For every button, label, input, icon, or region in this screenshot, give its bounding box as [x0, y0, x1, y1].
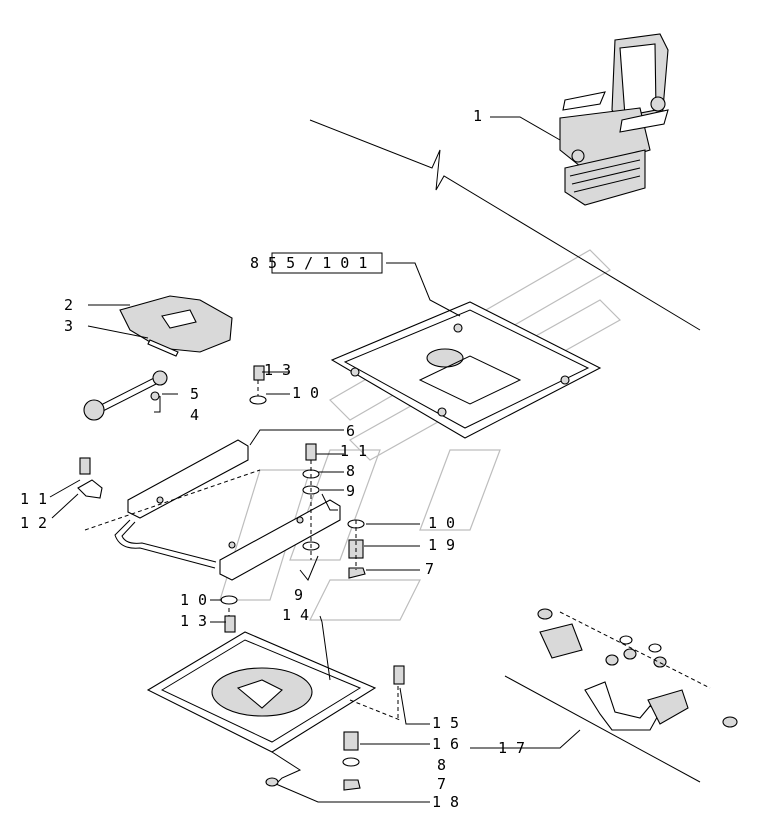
seat-assembly-icon [559, 33, 669, 206]
callout-19: 1 9 [428, 536, 455, 554]
seat-mounting-plate-icon [330, 301, 602, 439]
handle-icon [83, 370, 168, 421]
callout-9a: 9 [346, 482, 355, 500]
callout-8b: 8 [437, 756, 446, 774]
break-line [309, 119, 701, 331]
callout-12: 1 2 [20, 514, 47, 532]
callout-10b: 1 0 [428, 514, 455, 532]
nut-icon [343, 567, 366, 791]
seat-belt-icon [504, 608, 738, 783]
pin-icon [147, 339, 179, 357]
callout-18: 1 8 [432, 793, 459, 811]
callout-7b: 7 [437, 775, 446, 793]
callout-2: 2 [64, 296, 73, 314]
callout-3: 3 [64, 317, 73, 335]
callout-5: 5 [190, 385, 199, 403]
callout-16: 1 6 [432, 735, 459, 753]
seat-cushion-icon [119, 295, 233, 353]
callout-9b: 9 [294, 586, 303, 604]
callout-11a: 1 1 [340, 442, 367, 460]
assembly-lines [84, 380, 401, 721]
callout-11b: 1 1 [20, 490, 47, 508]
callout-15: 1 5 [432, 714, 459, 732]
swivel-base-icon [146, 631, 377, 787]
callout-labels: 1 8 5 5 / 1 0 1 2 3 4 5 6 7 7 8 8 9 9 1 … [20, 107, 525, 811]
bolt-icon [79, 365, 405, 685]
leader-lines [49, 116, 581, 803]
callout-17: 1 7 [498, 739, 525, 757]
reference-box [271, 252, 383, 274]
callout-4: 4 [190, 406, 199, 424]
watermark [219, 249, 621, 621]
callout-10a: 1 0 [292, 384, 319, 402]
callout-10c: 1 0 [180, 591, 207, 609]
callout-13b: 1 3 [180, 612, 207, 630]
callout-6: 6 [346, 422, 355, 440]
callout-7a: 7 [425, 560, 434, 578]
callout-8a: 8 [346, 462, 355, 480]
callout-13a: 1 3 [264, 361, 291, 379]
clip-icon [77, 479, 103, 499]
reference-label: 8 5 5 / 1 0 1 [250, 254, 367, 272]
callout-14: 1 4 [282, 606, 309, 624]
slide-rail-icon [114, 439, 341, 581]
callout-1: 1 [473, 107, 482, 125]
